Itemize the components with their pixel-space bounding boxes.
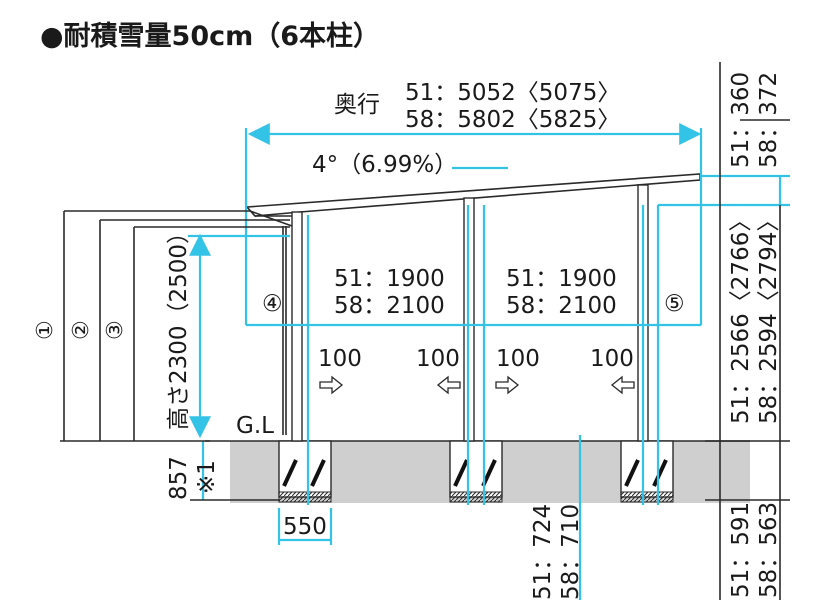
circled-3: ③: [103, 320, 128, 340]
right-top-51: 51：360: [728, 72, 754, 168]
offset-1: 100: [318, 346, 362, 372]
arrow-right-icon: [495, 375, 520, 395]
right-bottom-51: 51：591: [728, 502, 754, 598]
height-label: 高さ2300（2500）: [166, 221, 192, 430]
arrow-left-icon: [610, 375, 635, 395]
height-dim-lines: [60, 62, 790, 600]
span-right-51: 51：1900: [506, 266, 617, 292]
center-bottom-51: 51：724: [530, 504, 556, 600]
foundation-depth: 857: [166, 456, 192, 500]
right-mid-51: 51：2566〈2766〉: [728, 209, 754, 424]
diagram-title: ●耐積雪量50cm（6本柱）: [40, 21, 380, 52]
arrow-left-icon: [436, 375, 461, 395]
dimension-lines: [188, 123, 790, 600]
footing-left: [278, 440, 332, 503]
footing-width: 550: [283, 514, 327, 540]
offset-arrows: [319, 375, 635, 395]
foundation-note: ※1: [194, 460, 220, 494]
ground-level-label: G.L: [236, 413, 274, 439]
depth-value-58: 58：5802〈5825〉: [405, 107, 620, 133]
footing-middle: [449, 440, 503, 503]
right-mid-58: 58：2594〈2794〉: [756, 209, 782, 424]
center-bottom-58: 58：710: [558, 504, 584, 600]
span-left-51: 51：1900: [334, 266, 445, 292]
footing-right: [620, 440, 674, 503]
marker-right: ⑤: [664, 291, 685, 317]
circled-2: ②: [69, 320, 94, 340]
offset-3: 100: [496, 346, 540, 372]
depth-label: 奥行: [334, 92, 380, 118]
marker-left: ④: [262, 291, 283, 317]
offset-2: 100: [416, 346, 460, 372]
right-top-58: 58：372: [756, 72, 782, 168]
span-left-58: 58：2100: [334, 293, 445, 319]
ground-band: [205, 440, 750, 503]
slope-label: 4°（6.99%）: [312, 152, 457, 178]
depth-value-51: 51：5052〈5075〉: [405, 80, 620, 106]
arrow-right-icon: [319, 375, 344, 395]
right-bottom-58: 58：563: [756, 502, 782, 598]
circled-1: ①: [33, 320, 58, 340]
offset-4: 100: [590, 346, 634, 372]
span-right-58: 58：2100: [506, 293, 617, 319]
